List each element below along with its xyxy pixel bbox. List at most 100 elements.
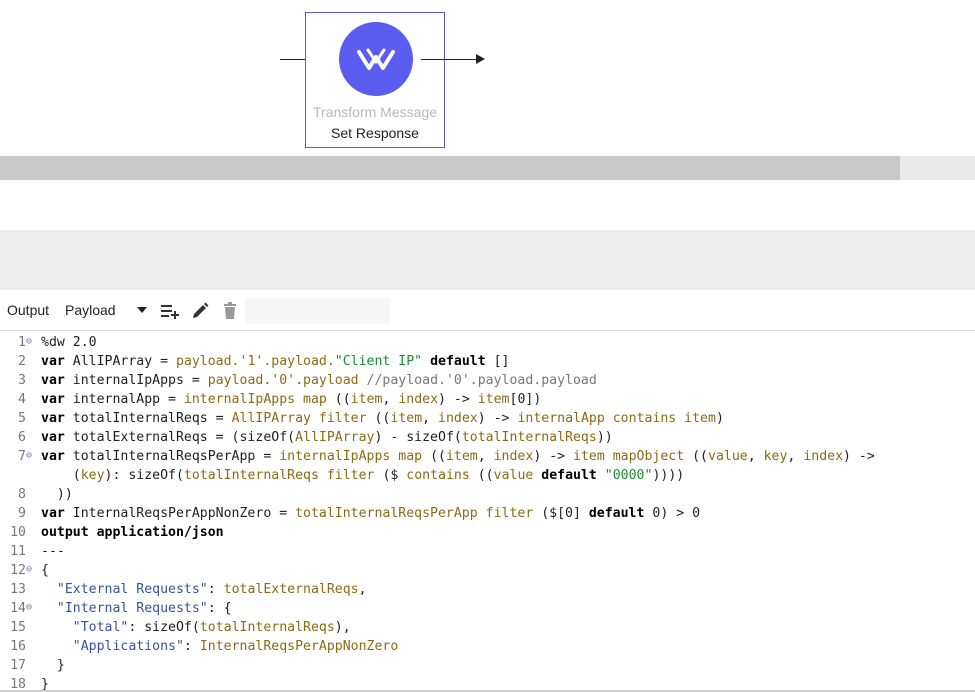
code-token: output application/json <box>41 525 224 540</box>
add-list-icon[interactable] <box>160 301 180 321</box>
code-token: var <box>41 506 73 521</box>
output-target-select[interactable]: Payload <box>65 302 116 318</box>
code-token: contains <box>406 468 478 483</box>
code-line[interactable]: 1⊖%dw 2.0 <box>0 333 975 352</box>
code-token: totalInternalReqs <box>199 620 335 635</box>
code-token: "External Requests" <box>56 582 208 597</box>
dropdown-arrow-icon[interactable] <box>137 307 147 313</box>
code-token: totalInternalReqsPerApp filter <box>295 506 542 521</box>
code-token: ), <box>334 620 351 635</box>
code-token: )))) <box>652 468 685 483</box>
code-line[interactable]: 6 var totalExternalReqs = (sizeOf(AllIPAr… <box>0 428 975 447</box>
code-line[interactable]: 11--- <box>0 542 975 561</box>
dataweave-icon <box>339 22 413 96</box>
code-line[interactable]: (key): sizeOf(totalInternalReqs filter (… <box>0 466 975 485</box>
code-token: totalInternalReqs = <box>72 411 232 426</box>
flow-canvas: Transform Message Set Response <box>0 0 975 156</box>
code-token: (( <box>430 449 446 464</box>
code-line[interactable]: 15 "Total": sizeOf(totalInternalReqs), <box>0 618 975 637</box>
code-token: ) - sizeOf( <box>374 430 462 445</box>
line-number: 18 <box>10 677 26 692</box>
code-line[interactable]: 8 )) <box>0 485 975 504</box>
code-line[interactable]: 17 } <box>0 656 975 675</box>
code-token: : <box>207 582 224 597</box>
code-token: InternalReqsPerAppNonZero = <box>72 506 296 521</box>
code-token: internalIpApps map <box>279 449 431 464</box>
code-token: AllIPArray = <box>72 354 176 369</box>
code-line[interactable]: 18} <box>0 675 975 692</box>
code-token: internalApp contains item <box>517 411 716 426</box>
code-token: index <box>803 449 844 464</box>
line-number: 2 <box>18 354 26 369</box>
code-token: internalIpApps = <box>72 373 208 388</box>
fold-toggle-icon[interactable]: ⊖ <box>26 450 33 461</box>
code-token: )) <box>596 430 613 445</box>
line-number: 6 <box>18 430 26 445</box>
line-number: 3 <box>18 373 26 388</box>
code-token: , <box>382 392 399 407</box>
code-token: ( <box>41 468 81 483</box>
code-token: ) -> <box>477 411 518 426</box>
code-line[interactable]: 14⊖ "Internal Requests": { <box>0 599 975 618</box>
code-token: "0000" <box>604 468 653 483</box>
code-token: payload.'1'.payload. <box>175 354 335 369</box>
code-token: , <box>747 449 764 464</box>
code-token: totalInternalReqs filter <box>183 468 383 483</box>
transform-message-component[interactable]: Transform Message Set Response <box>305 12 445 148</box>
fold-toggle-icon[interactable]: ⊖ <box>26 336 33 347</box>
line-number: 17 <box>10 658 26 673</box>
code-token: (( <box>374 411 391 426</box>
pencil-icon[interactable] <box>190 301 210 321</box>
panel-separator <box>0 230 975 290</box>
code-line[interactable]: 3 var internalIpApps = payload.'0'.payloa… <box>0 371 975 390</box>
line-number: 14 <box>10 601 26 616</box>
code-token <box>41 601 57 616</box>
code-line[interactable]: 16 "Applications": InternalReqsPerAppNon… <box>0 637 975 656</box>
line-number: 13 <box>10 582 26 597</box>
code-token: //payload.'0'.payload.payload <box>366 373 597 388</box>
horizontal-scrollbar-thumb[interactable] <box>0 156 900 180</box>
code-text: var internalIpApps = payload.'0'.payload… <box>41 371 597 390</box>
code-text: "Applications": InternalReqsPerAppNonZer… <box>41 637 399 656</box>
code-text: )) <box>41 485 73 504</box>
code-line[interactable]: 12⊖{ <box>0 561 975 580</box>
code-token: totalExternalReqs <box>223 582 359 597</box>
code-token: --- <box>41 544 65 559</box>
code-text: { <box>41 561 49 580</box>
fold-toggle-icon[interactable]: ⊖ <box>26 564 33 575</box>
code-text: var InternalReqsPerAppNonZero = totalInt… <box>41 504 700 523</box>
code-token: var <box>41 449 73 464</box>
code-token: internalIpApps map <box>183 392 335 407</box>
code-token: var <box>41 354 73 369</box>
code-line[interactable]: 7⊖var totalInternalReqsPerApp = internal… <box>0 447 975 466</box>
canvas-gap <box>0 180 975 230</box>
code-token: payload.'0'.payload <box>207 373 367 388</box>
code-token: var <box>41 430 73 445</box>
code-token: (( <box>477 468 494 483</box>
code-token: var <box>41 373 73 388</box>
code-token: %dw 2.0 <box>41 335 97 350</box>
component-name-label: Set Response <box>331 125 419 141</box>
code-token: { <box>41 563 49 578</box>
output-toolbar: Output Payload <box>0 290 975 330</box>
code-line[interactable]: 13 "External Requests": totalExternalReq… <box>0 580 975 599</box>
code-token: (( <box>692 449 708 464</box>
code-text: var totalExternalReqs = (sizeOf(AllIPArr… <box>41 428 613 447</box>
code-token: [0]) <box>509 392 542 407</box>
code-token: "Applications" <box>72 639 184 654</box>
code-token <box>41 639 73 654</box>
code-text: "External Requests": totalExternalReqs, <box>41 580 367 599</box>
code-token: : sizeOf( <box>128 620 200 635</box>
code-text: "Total": sizeOf(totalInternalReqs), <box>41 618 351 637</box>
fold-toggle-icon[interactable]: ⊖ <box>26 602 33 613</box>
trash-icon[interactable] <box>220 301 240 321</box>
code-token: ($[0] <box>541 506 589 521</box>
flow-arrow-out <box>421 59 477 60</box>
code-token: : { <box>207 601 232 616</box>
